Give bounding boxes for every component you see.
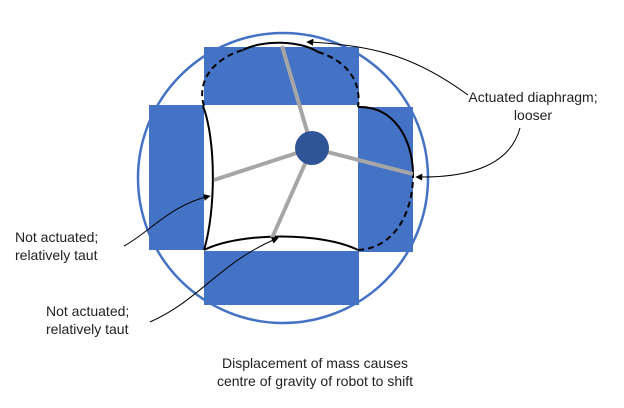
inner-chamber [204,105,358,251]
spoke-left [213,146,313,182]
left-diaphragm [202,105,214,251]
actuated-leader-right [415,127,521,181]
left-block [149,105,204,250]
not-actuated-leader-lower [149,237,279,323]
diagram-caption: Displacement of mass causes centre of gr… [150,354,480,390]
not-actuated-leader-upper [123,193,211,247]
spoke-top [280,45,314,149]
right-diaphragm-dashed [357,171,415,251]
caption-line-2: centre of gravity of robot to shift [216,373,414,389]
not-actuated-upper-line-2: relatively taut [15,247,98,263]
spoke-right [311,146,414,176]
right-diaphragm-solid [357,105,414,173]
central-mass [295,131,329,165]
actuated-label-line-1: Actuated diaphragm; [468,89,598,105]
bottom-block [204,250,359,305]
bottom-diaphragm [203,235,359,251]
not-actuated-upper-line-1: Not actuated; [15,229,99,245]
actuated-diaphragm-label: Actuated diaphragm; looser [458,88,608,124]
top-diaphragm-solid [242,41,319,53]
not-actuated-lower-line-1: Not actuated; [46,303,130,319]
right-block [358,107,413,252]
caption-line-1: Displacement of mass causes [222,355,408,371]
not-actuated-label-upper: Not actuated; relatively taut [15,228,98,264]
not-actuated-label-lower: Not actuated; relatively taut [46,302,129,338]
actuated-label-line-2: looser [513,107,553,123]
not-actuated-lower-line-2: relatively taut [46,321,129,337]
top-block [204,47,359,107]
actuated-leader-top [306,38,469,96]
